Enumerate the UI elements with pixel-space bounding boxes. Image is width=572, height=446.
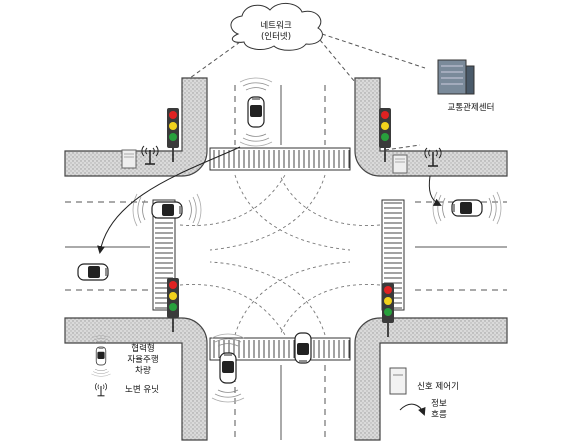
curb-areas (64, 77, 508, 441)
legend-rsu-icon (94, 382, 108, 397)
vehicle-west-top (132, 193, 202, 227)
network-label: 네트워크 (인터넷) (252, 21, 300, 43)
network-label-line1: 네트워크 (260, 21, 292, 31)
legend-vehicle-line3: 차량 (135, 366, 151, 376)
traffic-center-label: 교통관제센터 (447, 103, 495, 113)
network-links (189, 33, 426, 151)
traffic-center-icon (437, 59, 475, 95)
vehicle-west-bottom (77, 263, 109, 281)
vehicle-south-right (294, 332, 312, 364)
signal-controller-label: 신호 제어기 (417, 382, 459, 392)
info-flow-arrows (97, 146, 442, 416)
info-flow-label: 정보 흐름 (424, 399, 454, 421)
info-flow-line2: 흐름 (431, 410, 447, 420)
info-flow-line1: 정보 (431, 399, 447, 409)
network-cloud (230, 3, 323, 51)
legend-rsu-label: 노변 유닛 (125, 385, 159, 395)
vehicle-north (239, 77, 273, 147)
legend-vehicle-line2: 자율주행 (127, 355, 159, 365)
turning-paths (179, 174, 381, 336)
cabinet-nw (121, 149, 137, 169)
cabinet-ne (392, 154, 408, 174)
legend-vehicle-line1: 협력형 (131, 344, 155, 354)
network-label-line2: (인터넷) (260, 32, 292, 42)
signal-controller-icon (389, 367, 407, 395)
vehicle-east (432, 191, 502, 225)
legend-vehicle-label: 협력형 자율주행 차량 (110, 344, 176, 377)
